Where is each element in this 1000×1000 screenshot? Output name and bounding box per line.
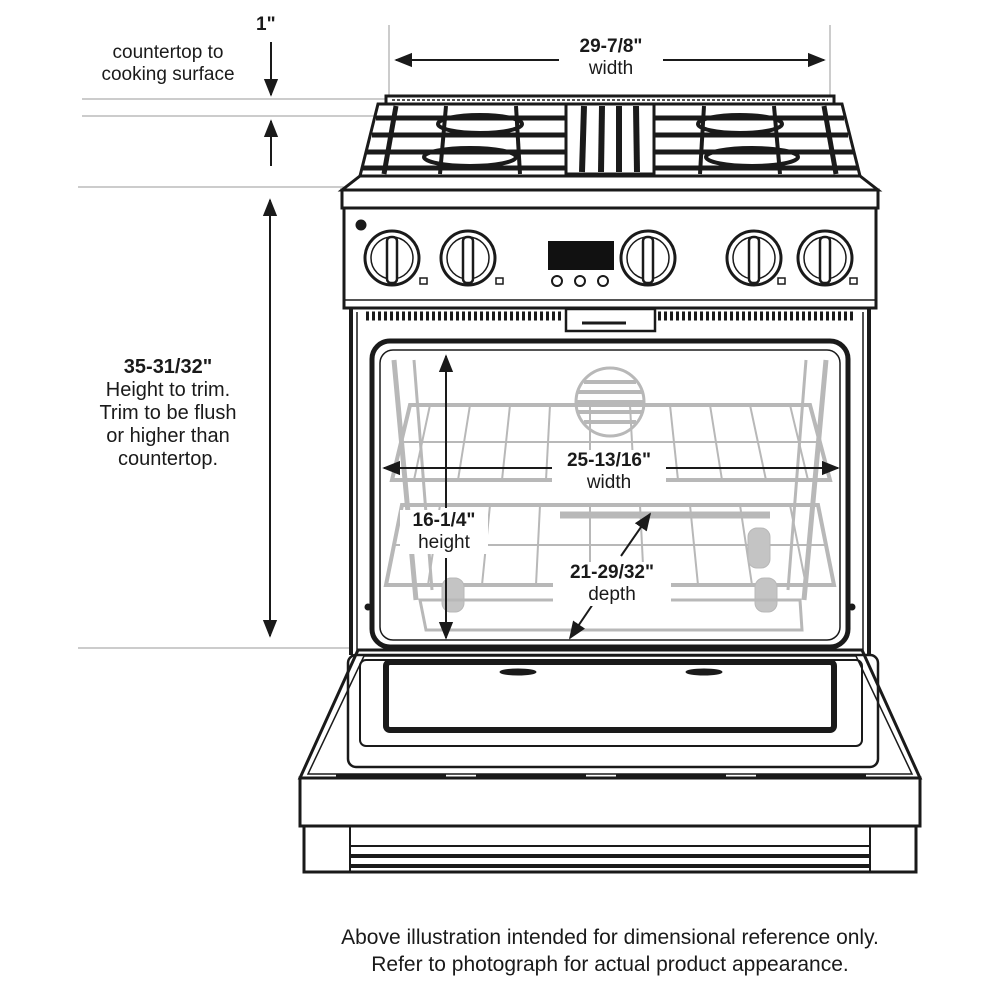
height-to-trim-line: Trim to be flush — [99, 402, 237, 424]
height-to-trim-value: 35-31/32" — [123, 356, 213, 378]
kick-panel — [302, 824, 918, 874]
overall-width-value: 29-7/8" — [579, 36, 643, 57]
control-knob[interactable] — [619, 229, 677, 287]
oven-body — [349, 307, 871, 655]
oven-depth-callout: 21-29/32" depth — [553, 562, 671, 606]
overall-width-label: width — [588, 57, 634, 79]
extension-lines — [78, 25, 831, 649]
oven-height-label: height — [418, 531, 470, 553]
counter-gap-label: countertop to cooking surface — [84, 42, 252, 86]
oven-depth-label: depth — [588, 583, 636, 605]
display-buttons[interactable] — [551, 275, 609, 287]
interior-dimension-arrows — [382, 354, 840, 640]
height-to-trim-line: Height to trim. — [105, 379, 231, 401]
control-knob[interactable] — [439, 229, 504, 287]
oven-width-label: width — [586, 471, 632, 493]
overall-width-callout: 29-7/8" width — [560, 36, 662, 80]
external-dimension-arrows — [262, 42, 826, 638]
control-knob[interactable] — [796, 229, 858, 287]
oven-width-callout: 25-13/16" width — [552, 450, 666, 494]
oven-depth-value: 21-29/32" — [569, 562, 654, 583]
top-trim — [337, 174, 883, 210]
control-knob[interactable] — [363, 229, 428, 287]
disclaimer-line: Above illustration intended for dimensio… — [341, 926, 879, 949]
counter-gap-label-line: cooking surface — [101, 63, 235, 85]
oven-height-callout: 16-1/4" height — [400, 510, 488, 554]
height-to-trim-line: countertop. — [117, 448, 219, 470]
oven-height-value: 16-1/4" — [412, 510, 476, 531]
cooktop-grates — [358, 94, 862, 178]
control-knob[interactable] — [725, 229, 786, 287]
counter-gap-label-line: countertop to — [112, 42, 224, 63]
height-to-trim-callout: 35-31/32" Height to trim. Trim to be flu… — [84, 356, 252, 471]
disclaimer-line: Refer to photograph for actual product a… — [371, 953, 849, 977]
oven-width-value: 25-13/16" — [566, 450, 651, 471]
oven-cavity — [369, 338, 851, 650]
oven-display — [548, 241, 614, 270]
disclaimer: Above illustration intended for dimensio… — [290, 926, 930, 977]
height-to-trim-line: or higher than — [106, 425, 230, 447]
oven-door[interactable] — [297, 648, 923, 828]
counter-gap-value: 1" — [256, 14, 276, 35]
